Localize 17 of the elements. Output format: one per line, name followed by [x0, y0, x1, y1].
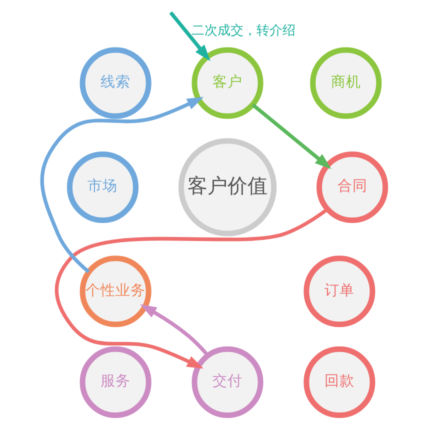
node-circle: 订单: [303, 256, 375, 328]
node-circle: 客户价值: [178, 138, 276, 236]
arrow: [54, 208, 328, 369]
node-circle: 个性业务: [79, 256, 151, 328]
node-circle: 商机: [310, 47, 382, 119]
arrow: [140, 304, 209, 357]
node-circle: 合同: [316, 151, 388, 223]
node-circle: 交付: [191, 346, 263, 418]
node-circle: 回款: [303, 346, 375, 418]
node-circle: 客户: [191, 47, 263, 119]
node-circle: 线索: [79, 47, 151, 119]
node-circle: 服务: [79, 346, 151, 418]
edge-label: 二次成交，转介绍: [191, 24, 296, 39]
arrow: [168, 11, 210, 62]
arrow: [251, 103, 331, 170]
arrow: [40, 96, 204, 274]
node-circle: 市场: [66, 151, 138, 223]
